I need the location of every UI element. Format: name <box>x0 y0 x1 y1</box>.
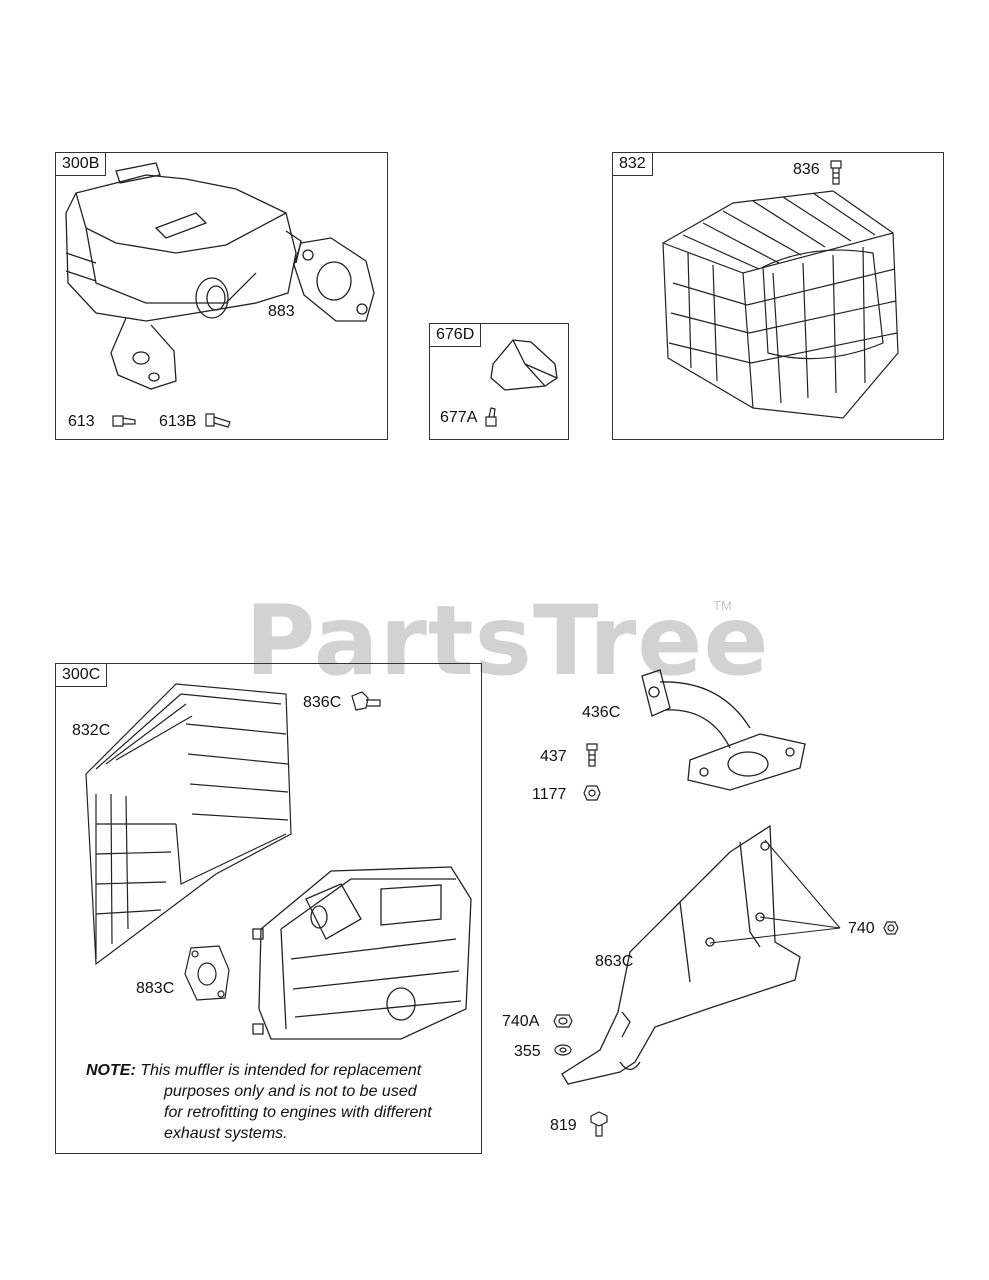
callout-832c: 832C <box>72 722 111 739</box>
bolt-437-icon <box>585 742 599 768</box>
callout-740: 740 <box>848 920 875 937</box>
panel-300b: 300B 883 613 613B <box>55 152 388 440</box>
panel-tag-832: 832 <box>612 152 653 176</box>
panel-tag-676d: 676D <box>429 323 482 347</box>
nut-1177-icon <box>583 784 601 802</box>
muffler-300c-drawing <box>251 859 476 1049</box>
exhaust-elbow-436c-drawing <box>630 668 810 793</box>
note-line-4: exhaust systems. <box>164 1125 288 1142</box>
callout-883c: 883C <box>136 980 175 997</box>
panel-676d: 676D 677A <box>429 323 569 440</box>
callout-1177: 1177 <box>532 786 567 803</box>
bracket-863c-drawing <box>560 822 800 1102</box>
gasket-883-drawing <box>286 233 381 328</box>
callout-883: 883 <box>268 303 295 320</box>
panel-832: 832 836 <box>612 152 944 440</box>
callout-836c: 836C <box>303 694 342 711</box>
note-line-1: This muffler is intended for replacement <box>140 1062 422 1079</box>
panel-tag-300b: 300B <box>55 152 107 176</box>
callout-740a: 740A <box>502 1013 540 1030</box>
callout-613b: 613B <box>159 413 197 430</box>
panel-300c: 300C 832C 836C 883C <box>55 663 482 1154</box>
gasket-883c-drawing <box>181 942 233 1004</box>
callout-613: 613 <box>68 413 95 430</box>
washer-355-icon <box>553 1042 573 1058</box>
callout-863c: 863C <box>595 953 634 970</box>
callout-819: 819 <box>550 1117 577 1134</box>
watermark-trademark: TM <box>713 598 732 613</box>
watermark-brand: PartsTree <box>245 585 770 697</box>
callout-836: 836 <box>793 161 820 178</box>
note-line-3: for retrofitting to engines with differe… <box>164 1104 432 1121</box>
note-line-2: purposes only and is not to be used <box>164 1083 417 1100</box>
replacement-note: NOTE: This muffler is intended for repla… <box>86 1060 432 1144</box>
callout-355: 355 <box>514 1043 541 1060</box>
screw-836c-icon <box>348 690 384 716</box>
heat-shield-832-drawing <box>643 183 918 428</box>
screw-613-icon <box>111 411 137 431</box>
leader-lines-740 <box>700 840 850 950</box>
muffler-300b-drawing <box>56 153 389 441</box>
deflector-676d-drawing <box>485 334 565 394</box>
heat-shield-832c-drawing <box>66 674 296 964</box>
callout-436c: 436C <box>582 704 621 721</box>
nut-740-icon <box>883 920 899 936</box>
screw-836-icon <box>828 159 846 187</box>
note-label: NOTE: <box>86 1062 136 1079</box>
screw-677a-icon <box>482 406 502 430</box>
screw-819-icon <box>588 1110 610 1138</box>
callout-677a: 677A <box>440 409 478 426</box>
panel-tag-300c: 300C <box>55 663 108 687</box>
bolt-613b-icon <box>204 411 232 431</box>
callout-437: 437 <box>540 748 567 765</box>
nut-740a-icon <box>553 1013 573 1029</box>
